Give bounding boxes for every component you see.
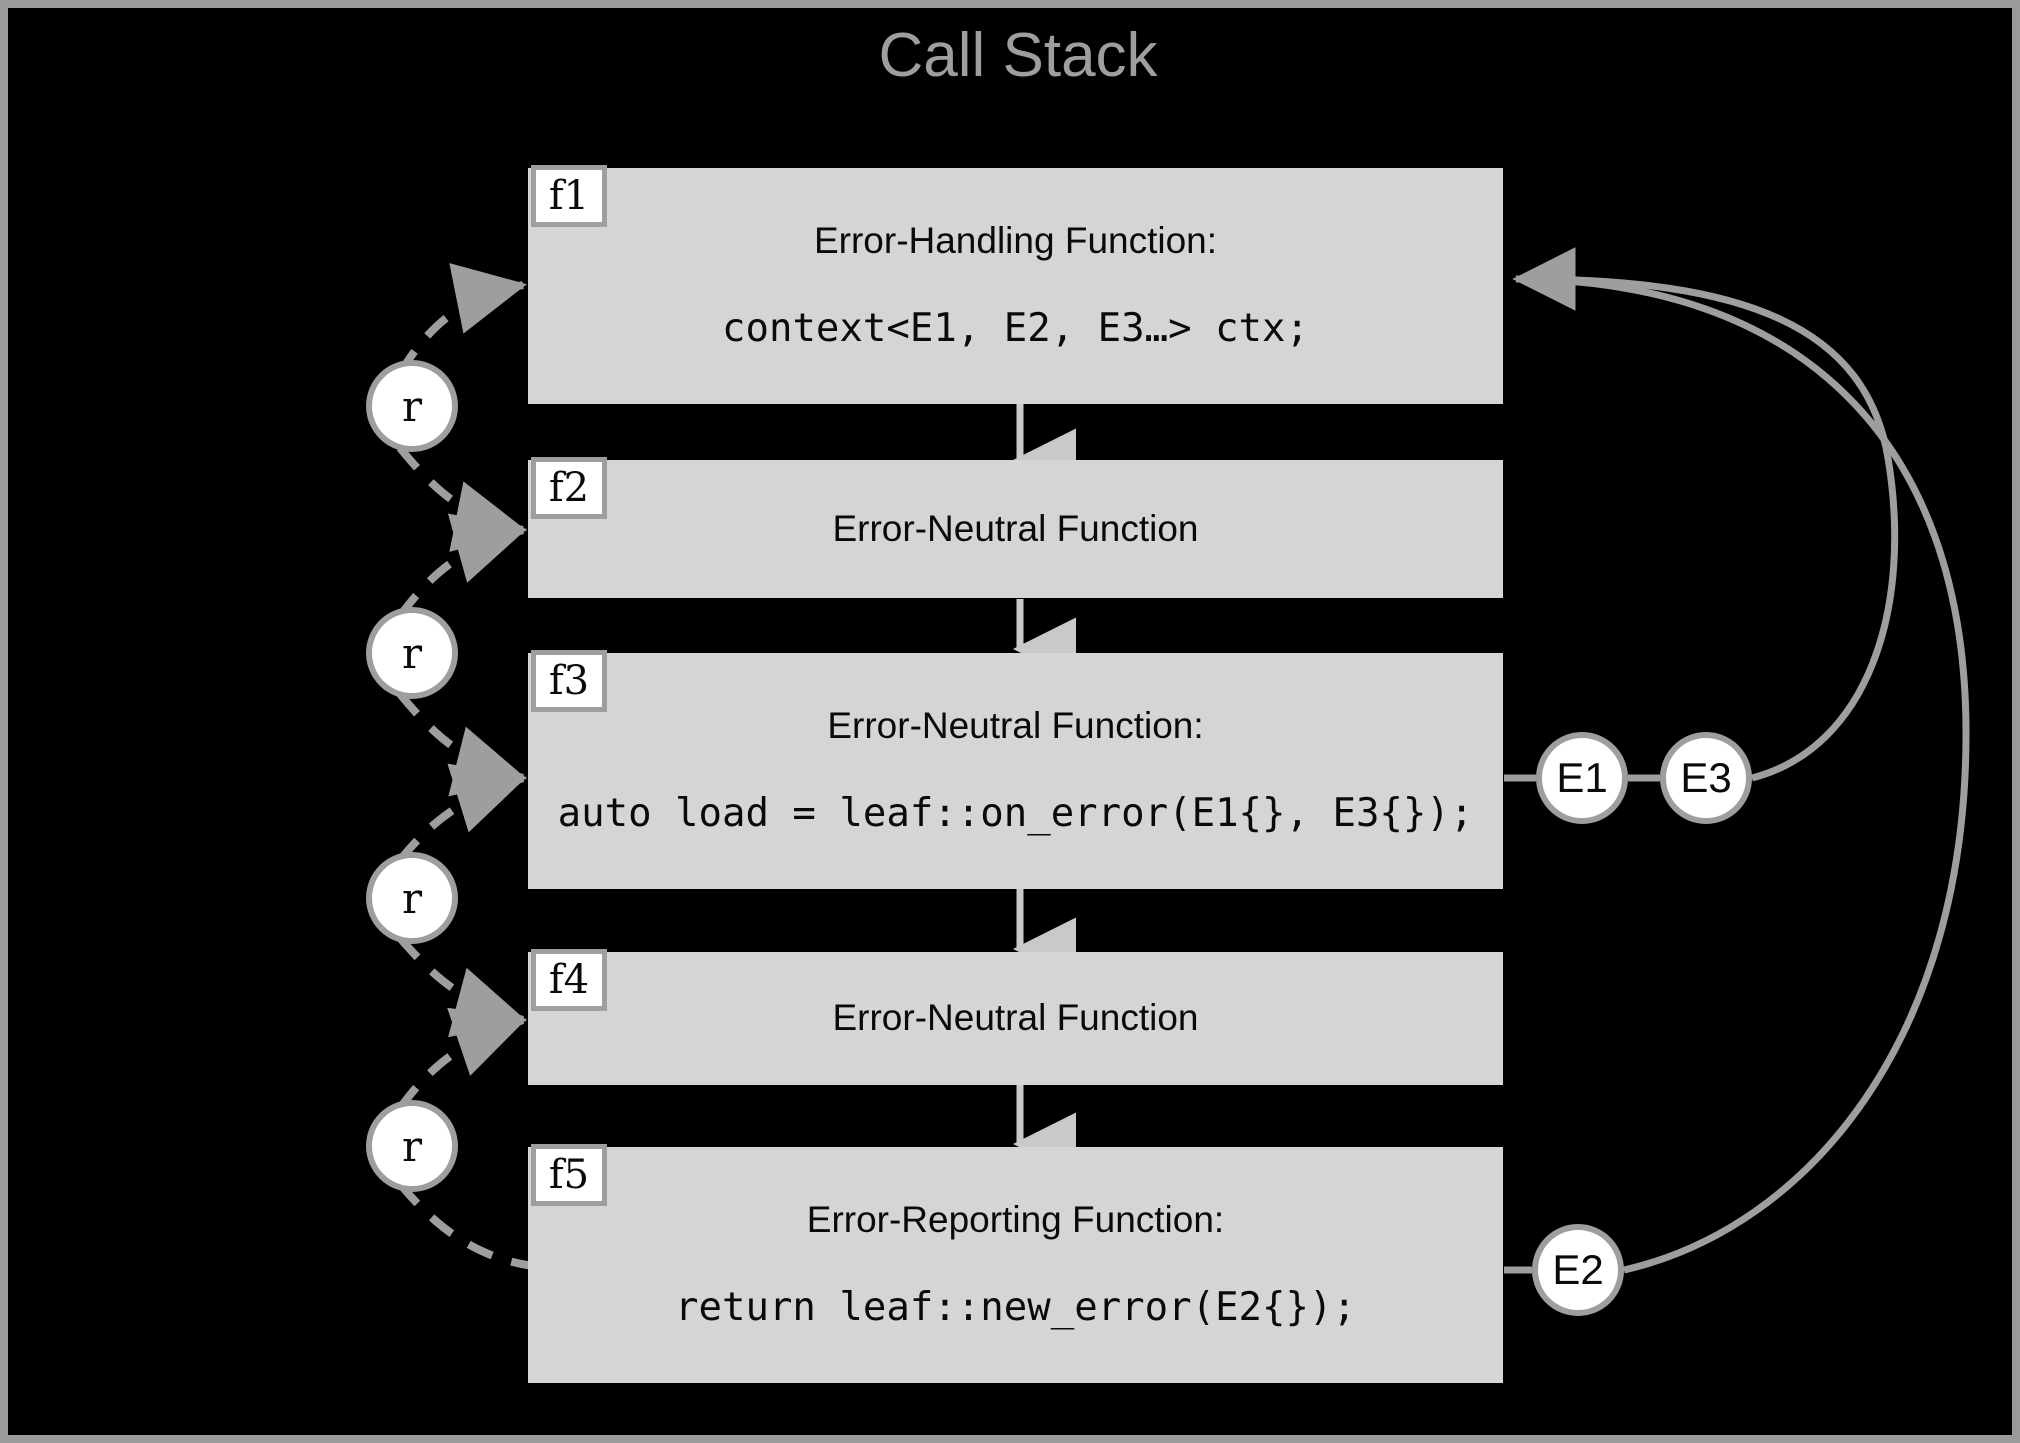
- stack-frame-f4-body: Error-Neutral Function: [528, 952, 1503, 1085]
- error-node-e3-label: E3: [1680, 754, 1732, 801]
- stack-frame-f5-label: f5: [548, 1152, 590, 1198]
- result-edge-r1-f2: [396, 445, 527, 552]
- stack-frame-f2[interactable]: Error-Neutral Function: [528, 460, 1503, 598]
- result-edge-r3-f4: [396, 935, 527, 1038]
- error-node-e3[interactable]: E3: [1660, 732, 1752, 824]
- result-node-r2-label: r: [401, 628, 423, 678]
- stack-frame-f5-label-chip: f5: [531, 1144, 607, 1206]
- stack-frame-f3-title: Error-Neutral Function:: [827, 705, 1204, 747]
- result-node-r4-label: r: [401, 1121, 423, 1171]
- result-edge-r4-f4: [396, 1007, 527, 1111]
- result-node-r3[interactable]: r: [366, 852, 458, 944]
- stack-frame-f2-body: Error-Neutral Function: [528, 460, 1503, 598]
- stack-frame-f5-code: return leaf::new_error(E2{});: [675, 1284, 1356, 1330]
- page-title: Call Stack: [878, 21, 1158, 90]
- stack-frame-f2-label-chip: f2: [531, 457, 607, 519]
- stack-frame-f1[interactable]: Error-Handling Function: context<E1, E2,…: [528, 168, 1503, 404]
- stack-frame-f5-body: Error-Reporting Function: return leaf::n…: [528, 1147, 1503, 1383]
- error-connectors: [1504, 774, 1660, 1274]
- stack-frame-f5-title: Error-Reporting Function:: [806, 1199, 1225, 1241]
- stack-frame-f4[interactable]: Error-Neutral Function: [528, 952, 1503, 1085]
- stack-frame-f1-label: f1: [548, 173, 590, 219]
- stack-frame-f3-label-chip: f3: [531, 650, 607, 712]
- stack-frame-f2-title: Error-Neutral Function: [832, 507, 1199, 549]
- propagation-edge-e3-f1: [1512, 247, 1899, 782]
- result-edge-r3-f3: [396, 763, 527, 863]
- stack-frame-f5[interactable]: Error-Reporting Function: return leaf::n…: [528, 1147, 1503, 1383]
- stack-frame-f1-label-chip: f1: [531, 165, 607, 227]
- error-node-e1[interactable]: E1: [1536, 732, 1628, 824]
- stack-frame-f4-label-chip: f4: [531, 949, 607, 1011]
- stack-frame-f3-code: auto load = leaf::on_error(E1{}, E3{});: [557, 790, 1474, 836]
- stack-frame-f3-label: f3: [548, 658, 590, 704]
- result-node-r4[interactable]: r: [366, 1100, 458, 1192]
- stack-frame-f3-body: Error-Neutral Function: auto load = leaf…: [528, 653, 1503, 889]
- stack-frame-f3[interactable]: Error-Neutral Function: auto load = leaf…: [528, 653, 1503, 889]
- stack-frame-f2-label: f2: [548, 465, 590, 511]
- stack-frame-f1-code: context<E1, E2, E3…> ctx;: [722, 305, 1309, 351]
- error-node-e2[interactable]: E2: [1532, 1224, 1624, 1316]
- result-node-r3-label: r: [401, 873, 423, 923]
- stack-frame-f4-title: Error-Neutral Function: [832, 997, 1199, 1039]
- result-edge-r4-f5: [396, 1181, 534, 1270]
- stack-frame-f1-title: Error-Handling Function:: [813, 220, 1218, 262]
- result-edge-r2-f3: [396, 691, 527, 797]
- error-node-e2-label: E2: [1552, 1246, 1604, 1293]
- error-node-e1-label: E1: [1556, 754, 1608, 801]
- stack-frame-f1-body: Error-Handling Function: context<E1, E2,…: [528, 168, 1503, 404]
- result-node-r1[interactable]: r: [366, 360, 458, 452]
- result-node-r1-label: r: [401, 381, 423, 431]
- result-edge-r2-f2: [396, 513, 527, 619]
- result-node-r2[interactable]: r: [366, 607, 458, 699]
- stack-frame-f4-label: f4: [548, 957, 590, 1003]
